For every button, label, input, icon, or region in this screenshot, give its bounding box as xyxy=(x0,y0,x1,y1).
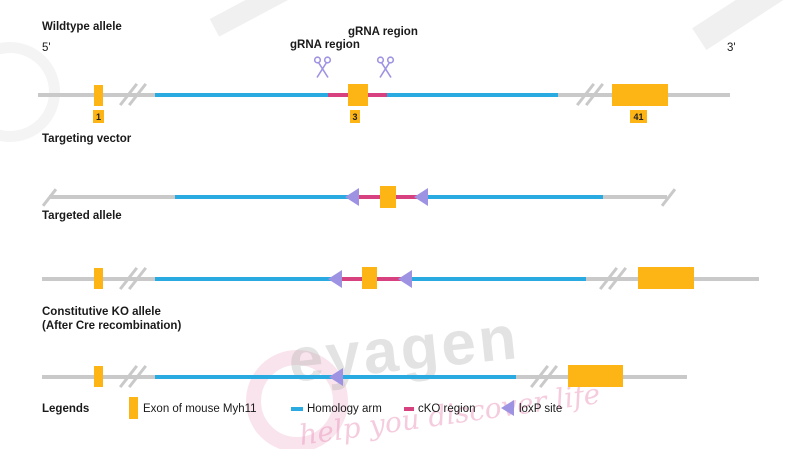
five-prime-label: 5' xyxy=(42,42,51,54)
sequence-break xyxy=(119,81,147,108)
scissors-icon xyxy=(376,56,395,84)
exon-41-number: 41 xyxy=(630,110,647,123)
exon-3-number: 3 xyxy=(350,110,360,123)
grna-region-label-right: gRNA region xyxy=(348,26,418,38)
targeting-vector-title: Targeting vector xyxy=(42,133,132,145)
sequence-break xyxy=(119,363,147,390)
legend-homology-label: Homology arm xyxy=(307,403,382,415)
exon-3 xyxy=(348,84,368,106)
targeted-allele-title: Targeted allele xyxy=(42,210,122,222)
targeted-exon-1 xyxy=(94,268,103,289)
watermark-circle xyxy=(0,42,60,142)
vector-homology-arm-3 xyxy=(420,195,603,199)
exon-41 xyxy=(612,84,668,106)
wildtype-title: Wildtype allele xyxy=(42,21,122,33)
targeted-exon-41 xyxy=(638,267,694,289)
targeted-exon-3 xyxy=(362,267,377,289)
vector-exon-3 xyxy=(380,186,396,208)
loxp-site-triangle xyxy=(345,188,359,206)
vector-homology-arm-5 xyxy=(175,195,352,199)
loxp-site-triangle xyxy=(328,270,342,288)
grna-region-label-left: gRNA region xyxy=(290,39,360,51)
exon-1 xyxy=(94,85,103,106)
legend-loxp-swatch xyxy=(501,400,514,416)
loxp-site-triangle xyxy=(398,270,412,288)
sequence-break xyxy=(119,265,147,292)
ko-exon-1 xyxy=(94,366,103,387)
legend-loxp-label: loxP site xyxy=(519,403,563,415)
sequence-break xyxy=(530,363,558,390)
three-prime-label: 3' xyxy=(727,42,736,54)
legend-exon-swatch xyxy=(129,397,138,419)
legend-cko-swatch xyxy=(404,407,414,411)
loxp-site-triangle xyxy=(329,368,343,386)
constitutive-ko-title: Constitutive KO allele xyxy=(42,306,161,318)
targeted-homology-arm-3 xyxy=(403,277,586,281)
legend-exon-label: Exon of mouse Myh11 xyxy=(143,403,257,415)
vector-backbone-line xyxy=(49,195,175,199)
legend-cko-label: cKO region xyxy=(418,403,476,415)
wildtype-homology-arm-5 xyxy=(155,93,328,97)
targeted-homology-arm-5 xyxy=(155,277,338,281)
vector-backbone-line xyxy=(603,195,667,199)
exon-1-number: 1 xyxy=(93,110,104,123)
scissors-icon xyxy=(313,56,332,84)
wildtype-homology-arm-3 xyxy=(387,93,558,97)
legend-homology-swatch xyxy=(291,407,303,411)
ko-exon-41 xyxy=(568,365,623,387)
sequence-break xyxy=(576,81,604,108)
legend-heading: Legends xyxy=(42,403,90,415)
loxp-site-triangle xyxy=(414,188,428,206)
constitutive-ko-subtitle: (After Cre recombination) xyxy=(42,320,182,332)
sequence-break xyxy=(599,265,627,292)
